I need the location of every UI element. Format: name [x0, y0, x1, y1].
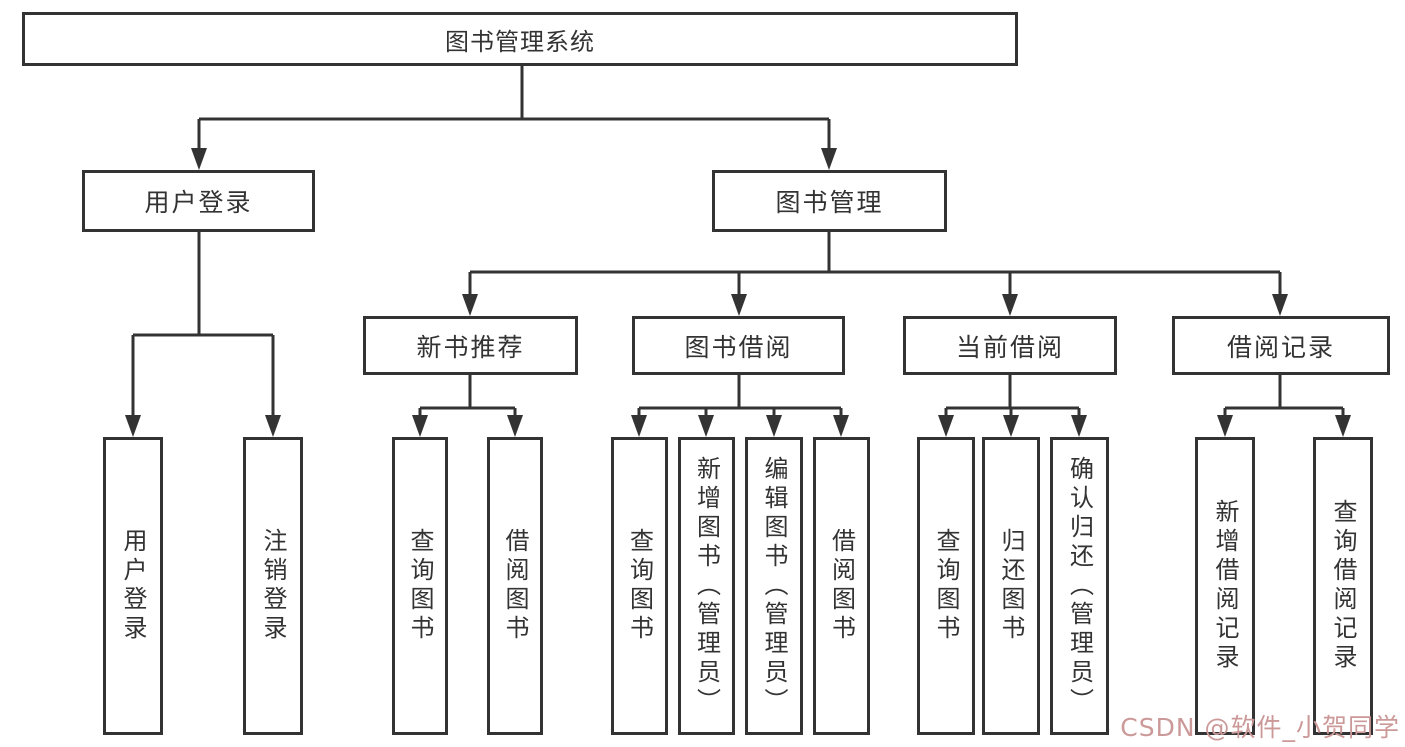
leaf-label: 查询借阅记录 [1329, 499, 1357, 673]
node-label: 当前借阅 [955, 332, 1064, 362]
leaf-label: 借阅图书 [827, 528, 856, 644]
node-current-borrowing: 当前借阅 [903, 316, 1117, 375]
node-label: 图书管理 [775, 188, 884, 217]
csdn-watermark: CSDN @软件_小贺同学 [1120, 713, 1400, 742]
node-book-management: 图书管理 [712, 170, 947, 232]
leaf-user-login: 用户登录 [103, 437, 163, 735]
leaf-add-books-admin: 新增图书（管理员） [678, 437, 735, 735]
leaf-query-books-current: 查询图书 [917, 437, 975, 735]
node-label: 用户登录 [144, 188, 253, 217]
node-label: 新书推荐 [416, 332, 525, 362]
node-user-login: 用户登录 [82, 170, 315, 232]
node-label: 借阅记录 [1226, 332, 1335, 362]
leaf-query-books-borrow: 查询图书 [611, 437, 668, 735]
node-borrowing-records: 借阅记录 [1172, 316, 1390, 375]
leaf-borrow-books: 借阅图书 [813, 437, 870, 735]
node-library-management-system: 图书管理系统 [22, 12, 1018, 66]
leaf-label: 借阅图书 [501, 528, 529, 644]
leaf-label: 查询图书 [932, 528, 960, 644]
node-label: 图书管理系统 [445, 27, 595, 56]
leaf-label: 新增借阅记录 [1211, 499, 1239, 673]
leaf-query-borrow-record: 查询借阅记录 [1313, 437, 1373, 735]
leaf-label: 用户登录 [119, 528, 147, 644]
leaf-label: 归还图书 [997, 528, 1025, 644]
leaf-add-borrow-record: 新增借阅记录 [1195, 437, 1255, 735]
leaf-label: 查询图书 [625, 528, 654, 644]
leaf-confirm-return-admin: 确认归还（管理员） [1050, 437, 1109, 735]
leaf-label: 查询图书 [406, 528, 434, 644]
leaf-logout: 注销登录 [243, 437, 303, 735]
leaf-label: 注销登录 [259, 528, 287, 644]
leaf-return-books: 归还图书 [982, 437, 1040, 735]
node-label: 图书借阅 [684, 332, 793, 362]
leaf-label: 新增图书（管理员） [692, 455, 721, 717]
leaf-edit-books-admin: 编辑图书（管理员） [745, 437, 803, 735]
node-book-borrowing: 图书借阅 [632, 316, 845, 375]
leaf-query-books-recommend: 查询图书 [392, 437, 448, 735]
node-new-book-recommendation: 新书推荐 [363, 316, 578, 375]
leaf-label: 确认归还（管理员） [1065, 455, 1094, 717]
leaf-borrow-books-recommend: 借阅图书 [487, 437, 543, 735]
leaf-label: 编辑图书（管理员） [760, 455, 788, 717]
